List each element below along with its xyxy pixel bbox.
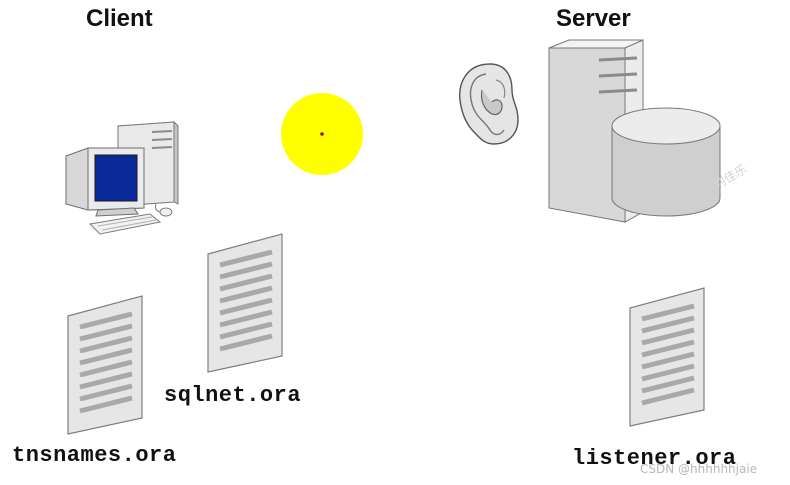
listener-label: listener.ora xyxy=(572,446,737,471)
csdn-watermark: CSDN @hhhhhhjaie xyxy=(640,462,758,476)
database-cylinder-icon xyxy=(611,107,721,217)
yellow-circle-icon xyxy=(281,93,363,175)
document-icon xyxy=(207,233,283,373)
sqlnet-label: sqlnet.ora xyxy=(164,383,302,408)
document-icon xyxy=(67,295,143,435)
desktop-computer-icon xyxy=(65,120,180,235)
tnsnames-label: tnsnames.ora xyxy=(12,443,177,468)
ear-icon xyxy=(459,63,519,145)
document-icon xyxy=(629,287,705,427)
client-heading: Client xyxy=(86,5,153,32)
server-heading: Server xyxy=(556,5,631,32)
